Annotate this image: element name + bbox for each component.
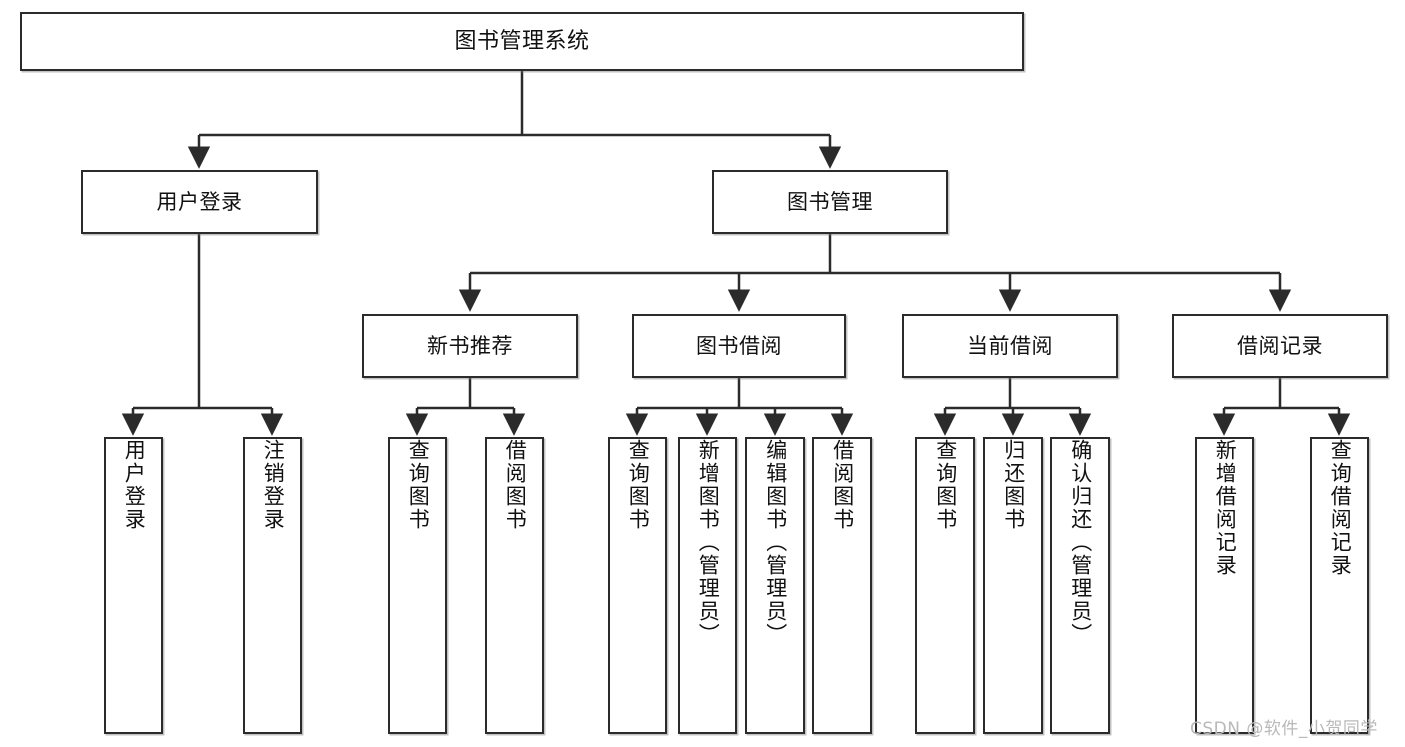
csdn-watermark: CSDN @软件_小贺同学 (1190, 719, 1378, 739)
leaf-node-borrow-book[interactable]: 借阅图书 (812, 437, 872, 734)
node-root-book-management-system[interactable]: 图书管理系统 (20, 12, 1024, 71)
node-label: 借阅记录 (1237, 333, 1323, 358)
node-label: 借阅图书 (503, 439, 528, 531)
node-label: 归还图书 (1001, 439, 1026, 531)
leaf-node-edit-book-admin[interactable]: 编辑图书（管理员） (745, 437, 805, 734)
node-user-login[interactable]: 用户登录 (81, 170, 318, 234)
node-label: 查询图书 (406, 439, 431, 531)
node-label: 查询借阅记录 (1328, 439, 1353, 577)
node-label: 确认归还（管理员） (1068, 439, 1093, 646)
node-label: 图书借阅 (696, 333, 782, 358)
leaf-node-return-book[interactable]: 归还图书 (983, 437, 1043, 734)
node-label: 当前借阅 (967, 333, 1053, 358)
node-label: 查询图书 (933, 439, 958, 531)
leaf-node-add-borrow-record[interactable]: 新增借阅记录 (1195, 437, 1254, 734)
node-label: 用户登录 (156, 189, 243, 214)
node-book-management[interactable]: 图书管理 (712, 170, 948, 234)
leaf-node-query-book-new[interactable]: 查询图书 (388, 437, 447, 734)
leaf-node-user-login[interactable]: 用户登录 (104, 437, 163, 734)
node-label: 新增图书（管理员） (696, 439, 721, 646)
leaf-node-query-borrow-record[interactable]: 查询借阅记录 (1310, 437, 1369, 734)
node-label: 注销登录 (261, 439, 286, 531)
leaf-node-borrow-book-new[interactable]: 借阅图书 (485, 437, 544, 734)
node-label: 新书推荐 (427, 333, 513, 358)
node-label: 用户登录 (122, 439, 147, 531)
node-label: 图书管理系统 (454, 28, 590, 54)
node-book-borrow[interactable]: 图书借阅 (632, 314, 846, 378)
node-borrow-record[interactable]: 借阅记录 (1172, 314, 1388, 378)
node-label: 新增借阅记录 (1213, 439, 1238, 577)
node-label: 借阅图书 (830, 439, 855, 531)
node-current-borrow[interactable]: 当前借阅 (902, 314, 1118, 378)
node-new-book-recommendation[interactable]: 新书推荐 (362, 314, 578, 378)
node-label: 图书管理 (787, 189, 873, 214)
leaf-node-logout[interactable]: 注销登录 (243, 437, 302, 734)
node-label: 编辑图书（管理员） (763, 439, 788, 646)
leaf-node-add-book-admin[interactable]: 新增图书（管理员） (678, 437, 737, 734)
leaf-node-query-book-borrow[interactable]: 查询图书 (608, 437, 667, 734)
leaf-node-confirm-return-admin[interactable]: 确认归还（管理员） (1050, 437, 1110, 734)
node-label: 查询图书 (626, 439, 651, 531)
leaf-node-query-book-current[interactable]: 查询图书 (915, 437, 975, 734)
